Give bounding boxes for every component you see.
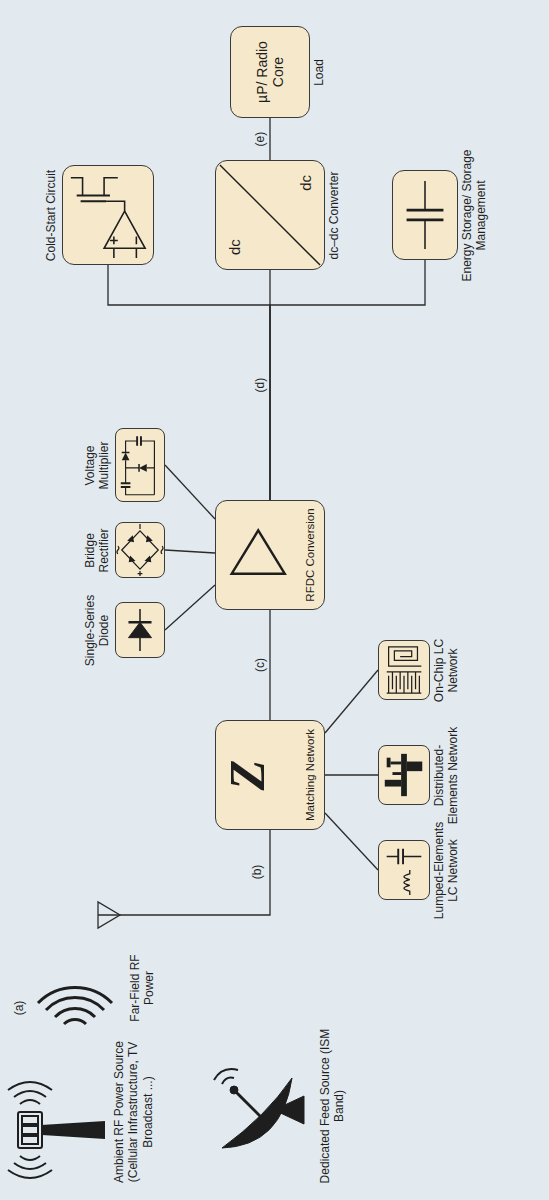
option-box: On-Chip LC Network — [378, 640, 430, 700]
cold-start-box: Cold-Start Circuit — [62, 165, 154, 265]
box-caption: Bridge Rectifier — [84, 512, 112, 590]
matching-box: Z Matching Network — [215, 720, 325, 830]
box-text: Z — [222, 721, 272, 829]
annotation-label: (a) — [12, 991, 26, 1025]
box-caption: Lumped-Elements LC Network — [433, 819, 461, 923]
option-box: Bridge Rectifier — [115, 522, 165, 578]
box-caption: Distributed-Elements Network — [433, 724, 461, 828]
box-caption: dc–dc Converter — [328, 151, 342, 281]
diode-icon — [116, 603, 164, 657]
connector — [165, 585, 215, 630]
connector — [269, 118, 270, 160]
connector-label: (e) — [253, 130, 267, 149]
connector — [325, 813, 378, 870]
annotation-label: (b) — [250, 856, 264, 888]
option-box: Voltage Multiplier — [115, 428, 165, 502]
box-text: Matching Network — [304, 725, 317, 825]
box-caption: Single-Series Diode — [84, 591, 112, 671]
connector — [165, 465, 215, 519]
dish-antenna — [214, 1069, 304, 1148]
capacitor-icon — [393, 171, 457, 259]
box-caption: On-Chip LC Network — [433, 621, 461, 721]
annotation-label: Ambient RF Power Source (Cellular Infras… — [112, 1030, 155, 1194]
connector — [325, 670, 378, 733]
connector — [325, 774, 378, 775]
load-box: µP/ Radio CoreLoad — [230, 26, 310, 118]
connector — [270, 260, 425, 500]
lc-lumped-icon — [379, 841, 429, 899]
box-caption: Energy Storage/ Storage Management — [461, 141, 489, 291]
connector — [165, 550, 215, 553]
voltage-multiplier-icon — [116, 429, 164, 501]
annotation-label: Dedicated Feed Source (ISM Band) — [318, 1026, 347, 1186]
receive-antenna — [98, 830, 270, 928]
rf-waves — [38, 988, 112, 1024]
option-box: Distributed-Elements Network — [378, 745, 430, 805]
annotation-label: Far-Field RF Power — [128, 936, 157, 1040]
connector-label: (c) — [253, 656, 267, 674]
box-text: dc — [297, 175, 314, 191]
box-caption: Load — [313, 33, 327, 113]
box-text: dc — [226, 239, 243, 255]
option-box: Single-Series Diode — [115, 602, 165, 658]
connector-label: (d) — [253, 376, 267, 395]
box-caption: Cold-Start Circuit — [45, 151, 59, 281]
box-text: RFDC Conversion — [304, 505, 317, 605]
onchip-lc-icon — [379, 641, 429, 699]
dcdc-box: dcdcdc–dc Converter — [215, 160, 325, 270]
rectifier-box: RFDC Conversion — [215, 500, 325, 610]
box-caption: Voltage Multiplier — [84, 426, 112, 506]
connector — [269, 610, 270, 720]
cell-tower — [8, 1082, 104, 1178]
box-text: µP/ Radio Core — [254, 33, 286, 111]
distributed-line-icon — [379, 746, 429, 804]
storage-box: Energy Storage/ Storage Management — [392, 170, 458, 260]
comparator-mosfet-icon — [63, 166, 153, 264]
option-box: Lumped-Elements LC Network — [378, 840, 430, 900]
bridge-icon — [116, 523, 164, 577]
